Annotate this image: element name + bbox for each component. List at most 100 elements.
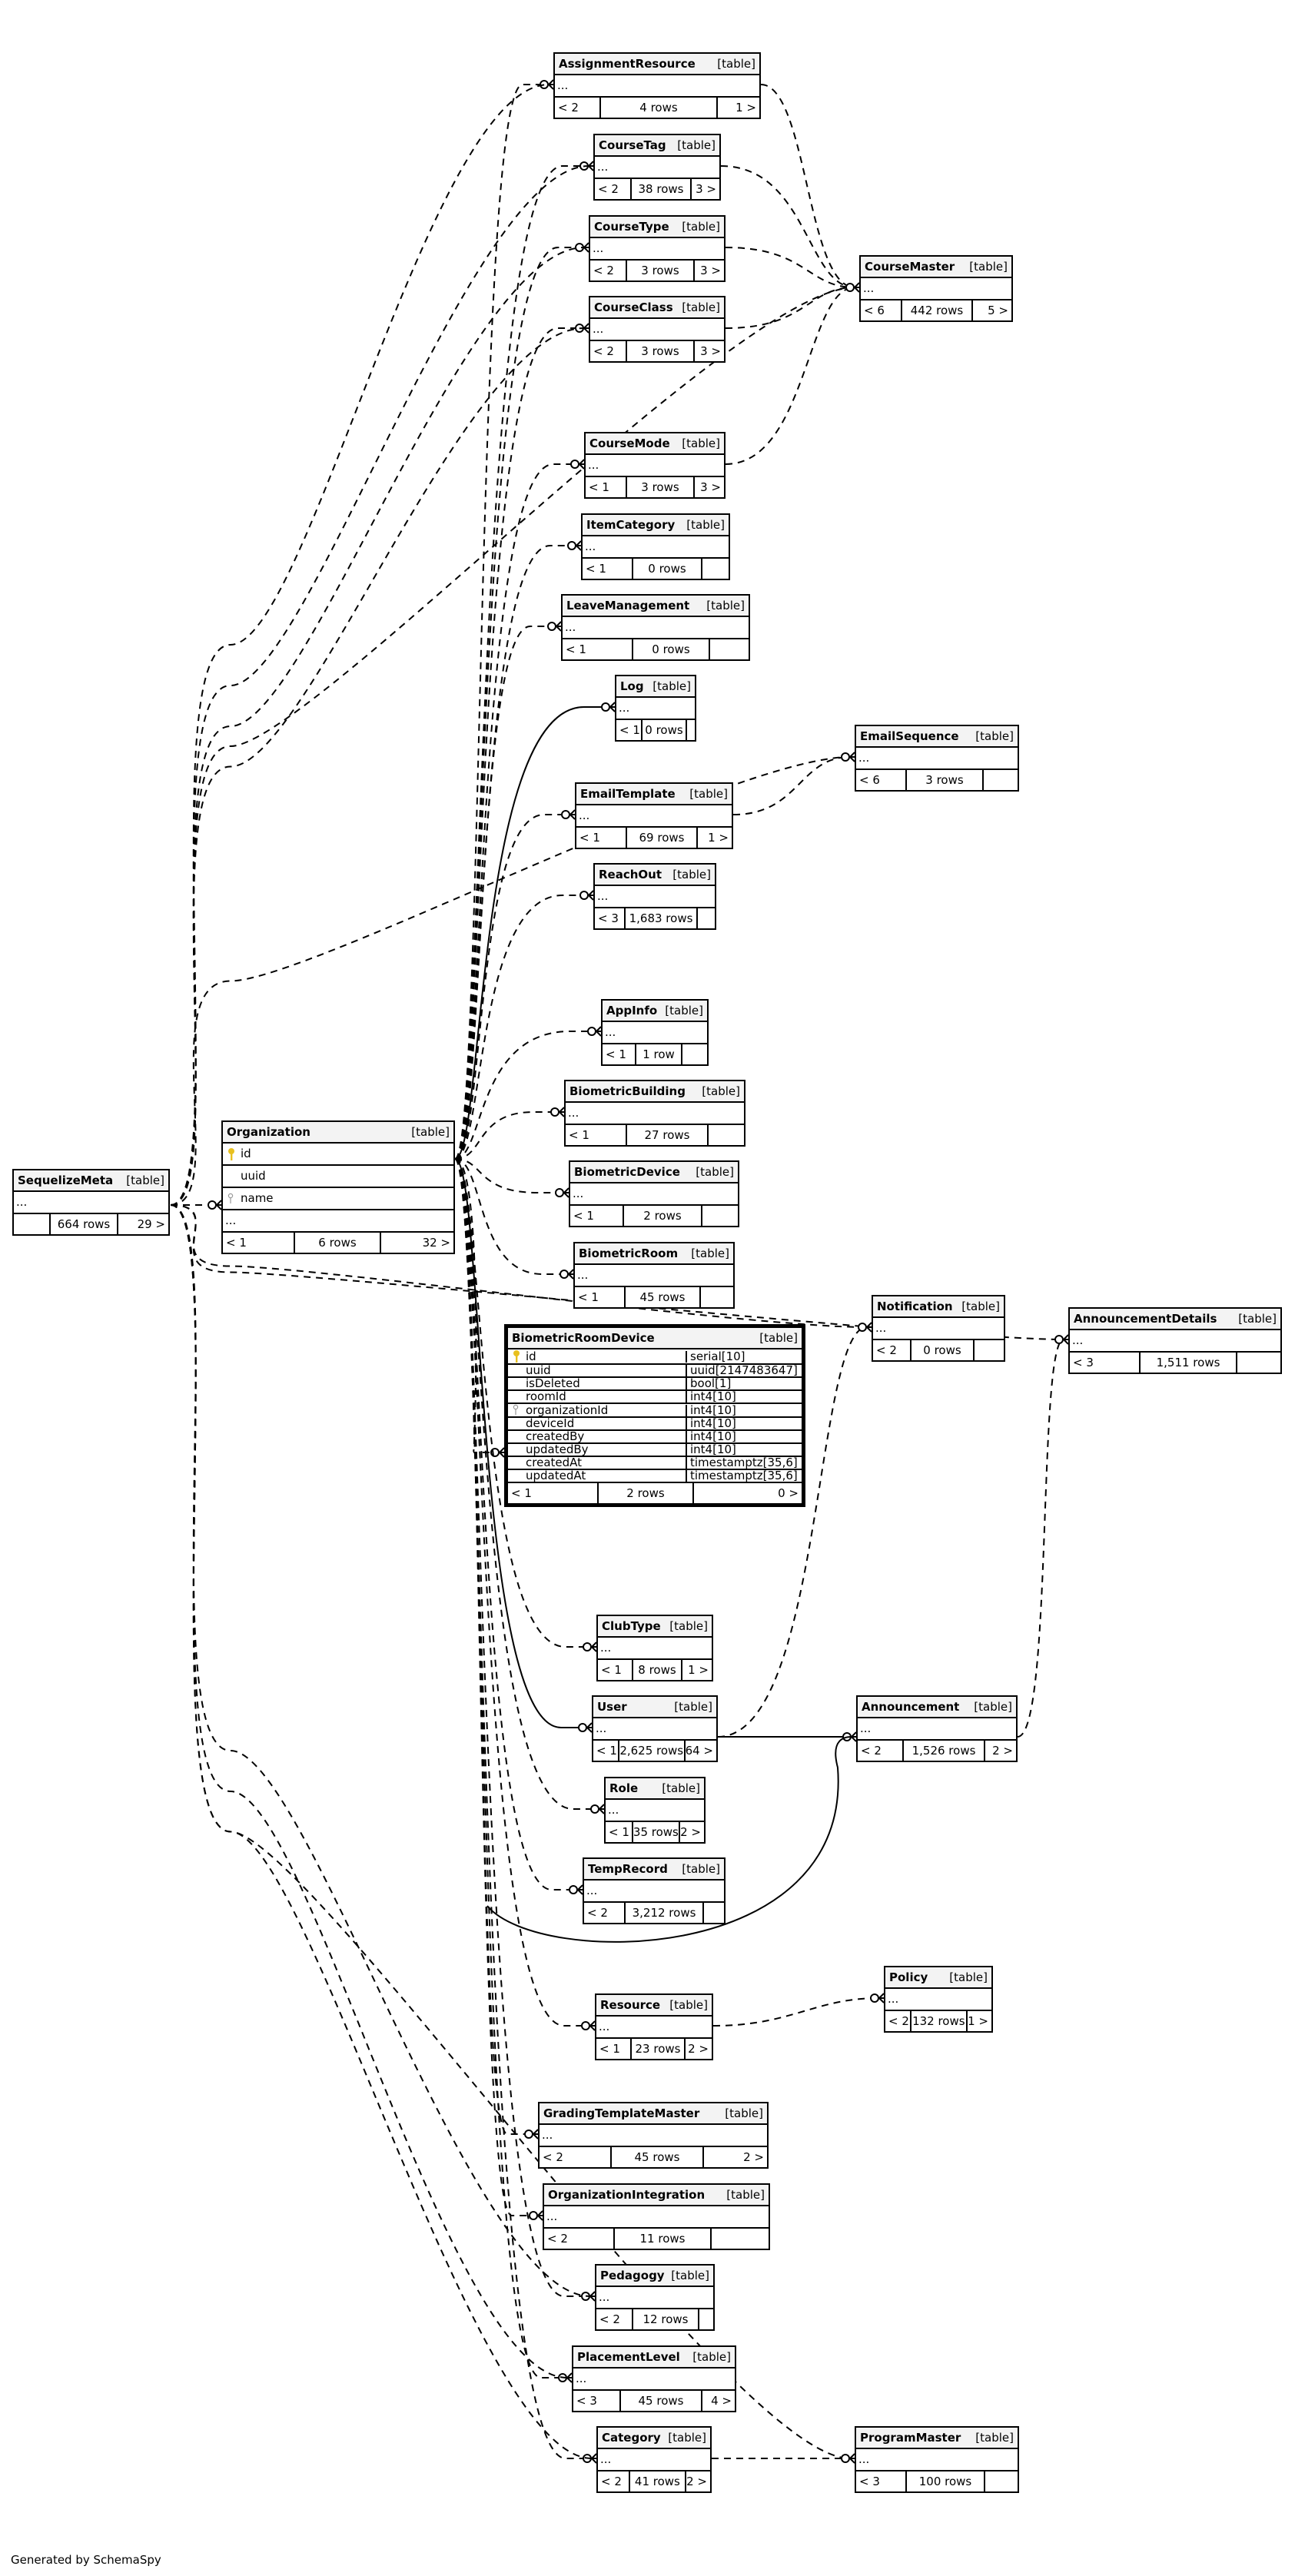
relationship-edge: [732, 756, 851, 815]
table-sequelizemeta[interactable]: SequelizeMeta[table] ... 664 rows 29 >: [12, 1169, 170, 1236]
relationship-edge: [717, 1326, 868, 1738]
table-coursemode[interactable]: CourseMode[table] ... < 1 3 rows 3 >: [584, 432, 726, 499]
crow-foot-marker: [851, 1731, 857, 1742]
column-type: int4[10]: [686, 1404, 798, 1416]
table-user[interactable]: User[table] ... < 1 2,625 rows 64 >: [592, 1695, 718, 1762]
table-kind: [table]: [682, 436, 720, 450]
crow-foot-marker: [599, 1804, 605, 1814]
column-type: int4[10]: [686, 1431, 798, 1442]
table-placementlevel[interactable]: PlacementLevel[table] ... < 3 45 rows 4 …: [572, 2345, 736, 2412]
table-kind: [table]: [662, 1781, 700, 1795]
parents-count: < 1: [508, 1483, 599, 1503]
table-leavemanagement[interactable]: LeaveManagement[table] ... < 1 0 rows: [561, 594, 750, 661]
column-name: updatedAt: [526, 1469, 586, 1482]
crow-foot-marker: [854, 282, 860, 293]
children-count: 32 >: [422, 1235, 450, 1250]
table-policy[interactable]: Policy[table] ... < 2 132 rows 1 >: [884, 1966, 993, 2033]
table-kind: [table]: [665, 1003, 703, 1017]
crow-foot-marker: [591, 1642, 597, 1652]
table-programmaster[interactable]: ProgramMaster[table] ... < 3 100 rows: [855, 2426, 1019, 2493]
collapsed-columns: ...: [1070, 1330, 1280, 1353]
crow-foot-marker: [591, 2453, 597, 2464]
table-name: AnnouncementDetails: [1074, 1311, 1217, 1326]
row-count: 11 rows: [615, 2229, 712, 2249]
table-kind: [table]: [677, 138, 716, 152]
children-count: [687, 720, 695, 740]
primary-key-icon: [512, 1349, 526, 1363]
children-count: 2 >: [743, 2149, 764, 2164]
table-biometricroom[interactable]: BiometricRoom[table] ... < 1 45 rows: [573, 1242, 735, 1309]
table-temprecord[interactable]: TempRecord[table] ... < 2 3,212 rows: [583, 1857, 726, 1924]
table-name: EmailSequence: [860, 729, 959, 743]
table-name: Category: [602, 2430, 661, 2445]
column-name: id: [241, 1147, 251, 1160]
children-count: 64 >: [685, 1743, 713, 1758]
table-appinfo[interactable]: AppInfo[table] ... < 1 1 row: [601, 999, 709, 1066]
zero-or-many-marker: [524, 2130, 533, 2139]
table-role[interactable]: Role[table] ... < 1 35 rows 2 >: [604, 1777, 706, 1844]
children-count: 1 >: [708, 830, 729, 845]
children-count: 3 >: [700, 480, 721, 494]
collapsed-columns: ...: [590, 238, 724, 261]
table-coursetag[interactable]: CourseTag[table] ... < 2 38 rows 3 >: [593, 134, 721, 201]
table-pedagogy[interactable]: Pedagogy[table] ... < 2 12 rows: [595, 2264, 715, 2331]
zero-or-many-marker: [569, 1885, 578, 1894]
crow-foot-marker: [609, 702, 616, 712]
table-emailtemplate[interactable]: EmailTemplate[table] ... < 1 69 rows 1 >: [575, 782, 733, 849]
crow-foot-marker: [499, 1447, 505, 1458]
table-emailsequence[interactable]: EmailSequence[table] ... < 6 3 rows: [855, 725, 1019, 792]
children-count: [1237, 1353, 1280, 1373]
children-count: [701, 1287, 733, 1307]
row-count: 2 rows: [624, 1206, 702, 1226]
table-coursemaster[interactable]: CourseMaster[table] ... < 6 442 rows 5 >: [859, 255, 1013, 322]
table-kind: [table]: [717, 56, 755, 71]
table-notification[interactable]: Notification[table] ... < 2 0 rows: [872, 1295, 1005, 1362]
parents-count: < 1: [223, 1233, 295, 1253]
table-name: BiometricDevice: [574, 1164, 680, 1179]
table-biometricdevice[interactable]: BiometricDevice[table] ... < 1 2 rows: [569, 1160, 739, 1227]
row-count: 132 rows: [911, 2011, 968, 2031]
row-count: 442 rows: [902, 300, 973, 320]
table-announcementdetails[interactable]: AnnouncementDetails[table] ... < 3 1,511…: [1068, 1307, 1282, 1374]
table-category[interactable]: Category[table] ... < 2 41 rows 2 >: [596, 2426, 712, 2493]
table-resource[interactable]: Resource[table] ... < 1 23 rows 2 >: [595, 1993, 713, 2060]
table-name: PlacementLevel: [577, 2349, 680, 2364]
table-organizationintegration[interactable]: OrganizationIntegration[table] ... < 2 1…: [543, 2183, 770, 2250]
crow-foot-marker: [579, 459, 585, 470]
relationship-edge: [170, 247, 585, 1206]
table-coursetype[interactable]: CourseType[table] ... < 2 3 rows 3 >: [589, 215, 726, 282]
row-count: 3,212 rows: [626, 1903, 704, 1923]
relationship-edge: [454, 1111, 560, 1160]
crow-foot-marker: [559, 1107, 565, 1117]
collapsed-columns: ...: [596, 2017, 712, 2039]
parents-count: < 1: [593, 1741, 619, 1761]
table-biometricbuilding[interactable]: BiometricBuilding[table] ... < 1 27 rows: [564, 1080, 745, 1147]
table-assignmentresource[interactable]: AssignmentResource[table] ... < 2 4 rows…: [553, 52, 761, 119]
table-gradingtemplatemaster[interactable]: GradingTemplateMaster[table] ... < 2 45 …: [538, 2102, 769, 2169]
relationship-edge: [454, 1158, 533, 2135]
table-name: EmailTemplate: [580, 786, 676, 801]
row-count: 3 rows: [627, 261, 695, 281]
collapsed-columns: ...: [593, 1718, 716, 1741]
table-name: LeaveManagement: [566, 598, 690, 612]
row-count: 45 rows: [612, 2147, 704, 2167]
primary-key-icon: [227, 1147, 241, 1161]
table-announcement[interactable]: Announcement[table] ... < 2 1,526 rows 2…: [856, 1695, 1018, 1762]
table-clubtype[interactable]: ClubType[table] ... < 1 8 rows 1 >: [596, 1615, 713, 1681]
collapsed-columns: ...: [570, 1183, 738, 1206]
table-log[interactable]: Log[table] ... < 1 0 rows: [615, 675, 696, 742]
table-courseclass[interactable]: CourseClass[table] ... < 2 3 rows 3 >: [589, 296, 726, 363]
parents-count: < 2: [858, 1741, 904, 1761]
column-row: uuid: [223, 1166, 453, 1188]
table-organization[interactable]: Organization[table] id uuid name ... < 1…: [221, 1120, 455, 1254]
children-count: [698, 908, 715, 928]
relationship-edge: [720, 165, 855, 288]
relationship-edge: [454, 1031, 596, 1160]
zero-or-many-marker: [870, 1993, 879, 2003]
table-kind: [table]: [686, 517, 725, 532]
column-row: id: [223, 1144, 453, 1166]
zero-or-many-marker: [550, 1107, 560, 1117]
table-reachout[interactable]: ReachOut[table] ... < 3 1,683 rows: [593, 863, 716, 930]
table-itemcategory[interactable]: ItemCategory[table] ... < 1 0 rows: [581, 513, 730, 580]
